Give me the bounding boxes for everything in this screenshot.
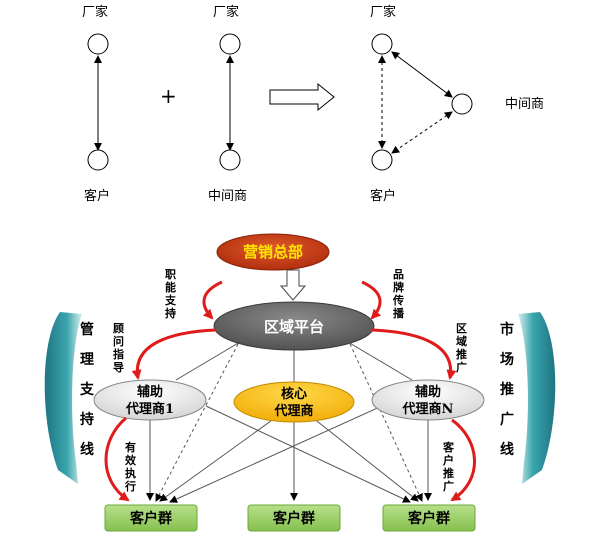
right-banner: 市 场 推 广 线 [500, 312, 556, 484]
node-middleman-1 [219, 149, 241, 171]
left-banner: 管 理 支 持 线 [44, 312, 95, 484]
label-customer-group-3: 客户群 [407, 510, 450, 527]
label-aux-agent-1-line1: 辅助 [137, 384, 163, 400]
label-manufacturer-2: 厂家 [213, 4, 239, 20]
label-core-agent-line2: 代理商 [273, 403, 313, 419]
label-functional-support-char-4: 持 [165, 306, 176, 320]
label-regional-promotion-char-4: 广 [456, 360, 467, 374]
line-core-group3 [312, 417, 419, 502]
label-functional-support-char-1: 职 [165, 268, 176, 281]
left-banner-char-2: 理 [80, 352, 94, 368]
right-banner-char-1: 市 [500, 321, 514, 338]
label-hq: 营销总部 [243, 243, 303, 261]
label-brand-spread-char-3: 传 [392, 293, 404, 307]
label-regional-promotion-char-1: 区 [456, 322, 467, 335]
red-arrow-regional-promotion [371, 328, 457, 380]
node-manufacturer-3 [371, 33, 393, 55]
label-functional-support-char-2: 能 [165, 280, 176, 294]
left-banner-arrow-shape [44, 312, 82, 484]
label-customer-group-1: 客户群 [129, 510, 172, 527]
node-core-agent [233, 381, 355, 423]
node-regional-platform [213, 301, 375, 351]
label-regional-promotion: 区 域 推 广 [456, 322, 467, 374]
label-aux-agent-1-line2: 代理商1 [125, 401, 174, 417]
label-regional-platform: 区域平台 [264, 318, 324, 336]
customer-group-2 [247, 504, 341, 532]
label-aux-agent-n-line1: 辅助 [415, 384, 441, 400]
label-consultant-guidance-char-4: 导 [113, 361, 124, 374]
red-arrow-functional-support [202, 280, 223, 320]
top-model-diagram: 厂家 客户 + 厂家 中间商 厂家 中间商 客户 [82, 4, 544, 204]
result-arrow [269, 82, 335, 112]
right-banner-char-5: 线 [500, 441, 514, 458]
node-customer-2 [371, 149, 393, 171]
label-brand-spread-char-4: 播 [393, 306, 405, 320]
label-effective-execution-char-3: 执 [125, 466, 136, 480]
channel-structure-diagram: 管 理 支 持 线 市 场 推 广 线 [44, 233, 556, 532]
red-arrow-brand-spread [361, 280, 382, 320]
label-brand-spread-char-1: 品 [393, 268, 404, 281]
line-auxn-group1 [169, 405, 383, 503]
label-customer-group-2: 客户群 [272, 510, 315, 527]
label-customer-promotion-char-2: 户 [443, 453, 454, 467]
label-core-agent-line1: 核心 [281, 386, 307, 402]
label-manufacturer-1: 厂家 [82, 4, 108, 20]
line-aux1-group3 [205, 405, 411, 503]
node-aux-agent-1 [93, 379, 207, 421]
left-banner-char-1: 管 [80, 321, 94, 338]
right-banner-char-4: 广 [500, 411, 514, 428]
dashed-platform-group3 [349, 343, 423, 502]
left-banner-char-5: 线 [80, 441, 94, 458]
label-customer-2: 客户 [370, 188, 396, 204]
arrow-middleman-customer-tri [391, 111, 453, 154]
red-arrow-customer-promotion [450, 418, 476, 502]
red-arrow-effective-execution [104, 416, 130, 502]
label-regional-promotion-char-2: 域 [456, 334, 467, 348]
customer-group-3 [382, 504, 476, 532]
right-banner-char-2: 场 [500, 352, 514, 368]
node-manufacturer-1 [87, 33, 109, 55]
arrow-manufacturer-middleman-tri [391, 51, 453, 98]
line-platform-auxn [347, 341, 413, 381]
label-aux-agent-n-line2: 代理商N [402, 401, 454, 417]
label-consultant-guidance: 顾 问 指 导 [113, 322, 124, 374]
label-effective-execution: 有 效 执 行 [124, 440, 137, 493]
node-middleman-2 [451, 93, 473, 115]
label-manufacturer-3: 厂家 [370, 4, 396, 20]
label-consultant-guidance-char-3: 指 [113, 347, 124, 361]
label-consultant-guidance-char-2: 问 [113, 334, 124, 348]
red-arrow-consultant-guidance [131, 328, 217, 380]
line-core-group1 [159, 417, 276, 502]
customer-group-1 [104, 504, 198, 532]
right-banner-char-3: 推 [500, 381, 514, 398]
label-functional-support-char-3: 支 [164, 293, 177, 307]
label-customer-promotion-char-4: 广 [443, 479, 454, 493]
label-effective-execution-char-1: 有 [125, 440, 136, 454]
node-customer-1 [87, 149, 109, 171]
label-effective-execution-char-4: 行 [124, 479, 136, 493]
label-customer-promotion-char-3: 推 [443, 466, 454, 480]
plus-sign: + [160, 84, 177, 108]
line-platform-aux1 [175, 341, 241, 381]
node-hq [216, 233, 330, 271]
label-effective-execution-char-2: 效 [125, 453, 137, 467]
right-banner-arrow-shape [518, 312, 556, 484]
label-middleman-2: 中间商 [505, 97, 544, 112]
left-banner-char-4: 持 [80, 411, 94, 428]
node-aux-agent-n [371, 379, 485, 421]
node-manufacturer-2 [219, 33, 241, 55]
label-consultant-guidance-char-1: 顾 [113, 322, 124, 335]
label-middleman-1: 中间商 [208, 189, 247, 204]
label-functional-support: 职 能 支 持 [164, 268, 177, 320]
label-customer-promotion-char-1: 客 [442, 440, 455, 454]
left-banner-char-3: 支 [79, 381, 95, 398]
hq-to-platform-arrow [279, 269, 307, 301]
label-customer-promotion: 客 户 推 广 [442, 440, 455, 493]
label-brand-spread-char-2: 牌 [393, 280, 404, 294]
connection-lines [146, 341, 432, 503]
label-customer-1: 客户 [84, 188, 110, 204]
label-regional-promotion-char-3: 推 [456, 347, 467, 361]
label-brand-spread: 品 牌 传 播 [392, 268, 405, 320]
